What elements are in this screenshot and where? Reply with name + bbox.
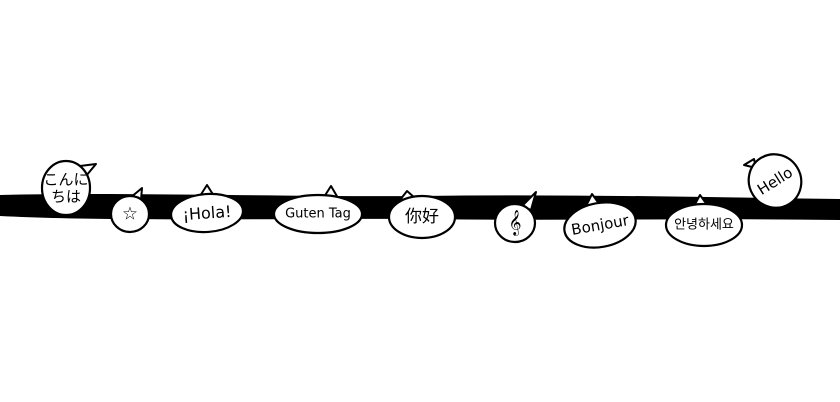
bubble-greeting-text: こんに [43, 171, 88, 189]
bubble-greeting-text: Guten Tag [285, 207, 351, 222]
bubble-greeting-text: 안녕하세요 [674, 218, 734, 233]
bubble-inner [566, 204, 634, 246]
bubble-inner [391, 198, 453, 236]
speech-bubble-6: 𝄞 [493, 191, 537, 244]
speech-bubble-9: Hello [743, 153, 803, 209]
bubble-inner [44, 163, 88, 213]
bubble-inner [113, 198, 147, 230]
speech-bubble-8: 안녕하세요 [664, 194, 744, 248]
speech-bubble-7: Bonjour [563, 193, 637, 249]
speech-bubble-3: ¡Hola! [169, 184, 245, 234]
speech-bubble-5: 你好 [387, 190, 457, 240]
bubble-inner [668, 206, 740, 244]
bubble-greeting-text: ちは [51, 188, 81, 206]
speech-bubble-2: ☆ [109, 187, 151, 234]
bubble-inner [497, 206, 533, 240]
bubble-greeting-text: 你好 [405, 207, 439, 227]
star-icon: ☆ [122, 204, 138, 225]
bubble-inner [276, 197, 360, 231]
treble-clef-icon: 𝄞 [508, 210, 521, 236]
bubble-greeting-text: ¡Hola! [182, 202, 232, 224]
bubble-inner [750, 156, 800, 206]
speech-bubble-4: Guten Tag [272, 185, 364, 235]
bubble-inner [173, 195, 241, 231]
